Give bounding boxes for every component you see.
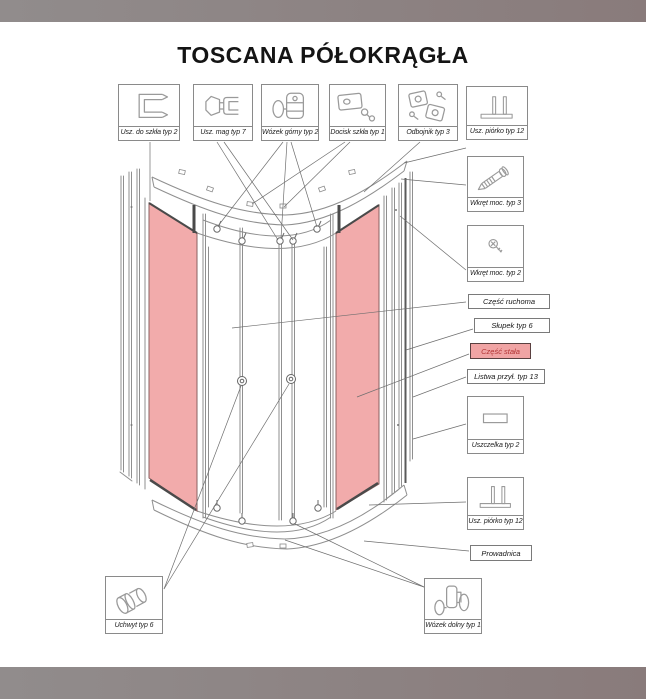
part-box-wozek-dolny: Wózek dolny typ 1: [424, 578, 482, 634]
part-label: Odbojnik typ 3: [399, 126, 457, 140]
top-roller-icon: [272, 92, 305, 119]
part-box-uszczelka: Uszczelka typ 2: [467, 396, 524, 454]
fixed-panel-right: [335, 204, 380, 511]
part-label: Wkręt moc. typ 3: [468, 197, 523, 211]
leader-lines: [149, 141, 474, 590]
part-box-wkret-2: Wkręt moc. typ 2: [467, 225, 524, 282]
bumper-plates-icon: [408, 90, 447, 122]
screw-large-icon: [478, 165, 510, 190]
post-right-top: [337, 205, 341, 233]
part-box-odbojnik: Odbojnik typ 3: [398, 84, 458, 141]
feather-gasket-icon: [479, 486, 512, 509]
part-box-usz-do-szkla: Usz. do szkła typ 2: [118, 84, 180, 141]
part-label: Usz. piórko typ 12: [468, 515, 523, 529]
fixed-panel-left: [148, 202, 198, 512]
part-label: Wózek dolny typ 1: [425, 619, 481, 633]
part-label: Wkręt moc. typ 2: [468, 267, 523, 281]
part-label: Uszczelka typ 2: [468, 439, 523, 453]
screw-small-icon: [488, 238, 503, 253]
knob-handle-icon: [116, 587, 148, 614]
top-rail: [151, 160, 408, 249]
panel-edge-profiles: [148, 202, 380, 512]
top-border-band: [0, 0, 646, 22]
glass-clamp-icon: [337, 92, 376, 122]
door-knobs: [237, 374, 296, 386]
label-prowadnica: Prowadnica: [470, 545, 532, 561]
part-label: Usz. piórko typ 12: [467, 125, 527, 139]
page-title: TOSCANA PÓŁOKRĄGŁA: [177, 42, 469, 68]
part-label: Uchwyt typ 6: [106, 619, 162, 633]
label-czesc-stala: Część stała: [470, 343, 531, 359]
part-label: Wózek górny typ 2: [262, 126, 318, 140]
c-profile-gasket-icon: [138, 93, 169, 118]
part-label: Docisk szkła typ 1: [330, 126, 385, 140]
bottom-border-band: [0, 667, 646, 699]
bottom-roller-icon: [434, 585, 470, 615]
label-listwa: Listwa przył. typ 13: [467, 369, 545, 384]
post-left-top: [192, 205, 196, 233]
part-box-usz-mag: Usz. mag typ 7: [193, 84, 253, 141]
door-rollers: [213, 220, 322, 525]
label-czesc-ruchoma: Część ruchoma: [468, 294, 550, 309]
part-label: Usz. mag typ 7: [194, 126, 252, 140]
bottom-rail: [151, 484, 408, 550]
part-box-wkret-3: Wkręt moc. typ 3: [467, 156, 524, 212]
fixed-glass-panels: [148, 202, 380, 512]
part-box-usz-piorko-top: Usz. piórko typ 12: [466, 86, 528, 140]
feather-gasket-icon: [480, 95, 514, 119]
part-box-usz-piorko-bottom: Usz. piórko typ 12: [467, 477, 524, 530]
part-box-uchwyt: Uchwyt typ 6: [105, 576, 163, 634]
rect-seal-icon: [483, 413, 508, 423]
part-box-docisk: Docisk szkła typ 1: [329, 84, 386, 141]
magnetic-gasket-icon: [205, 95, 239, 116]
screw-dots: [130, 206, 399, 426]
label-slupek: Słupek typ 6: [474, 318, 550, 333]
part-label: Usz. do szkła typ 2: [119, 126, 179, 140]
part-box-wozek-gorny: Wózek górny typ 2: [261, 84, 319, 141]
